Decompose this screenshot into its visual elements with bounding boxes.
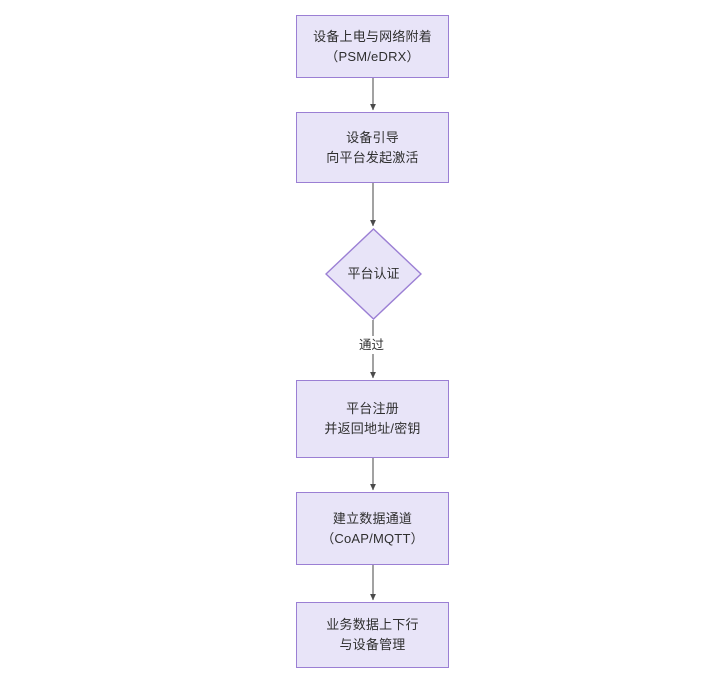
node-device-power-on[interactable]: 设备上电与网络附着 （PSM/eDRX） xyxy=(296,15,449,78)
node-label: 设备上电与网络附着 （PSM/eDRX） xyxy=(313,28,432,64)
edge-label-pass: 通过 xyxy=(357,336,387,354)
diamond-shape-icon xyxy=(325,228,422,320)
node-platform-authentication[interactable]: 平台认证 xyxy=(325,228,422,320)
node-platform-registration[interactable]: 平台注册 并返回地址/密钥 xyxy=(296,380,449,458)
node-label: 设备引导 向平台发起激活 xyxy=(326,129,419,165)
node-label: 业务数据上下行 与设备管理 xyxy=(326,617,419,652)
node-establish-data-channel[interactable]: 建立数据通道 （CoAP/MQTT） xyxy=(296,492,449,565)
node-device-bootstrap[interactable]: 设备引导 向平台发起激活 xyxy=(296,112,449,183)
node-label: 建立数据通道 （CoAP/MQTT） xyxy=(321,510,424,546)
node-business-data-and-device-management[interactable]: 业务数据上下行 与设备管理 xyxy=(296,602,449,668)
node-label: 平台认证 xyxy=(347,266,400,281)
node-label: 平台注册 并返回地址/密钥 xyxy=(324,401,421,436)
